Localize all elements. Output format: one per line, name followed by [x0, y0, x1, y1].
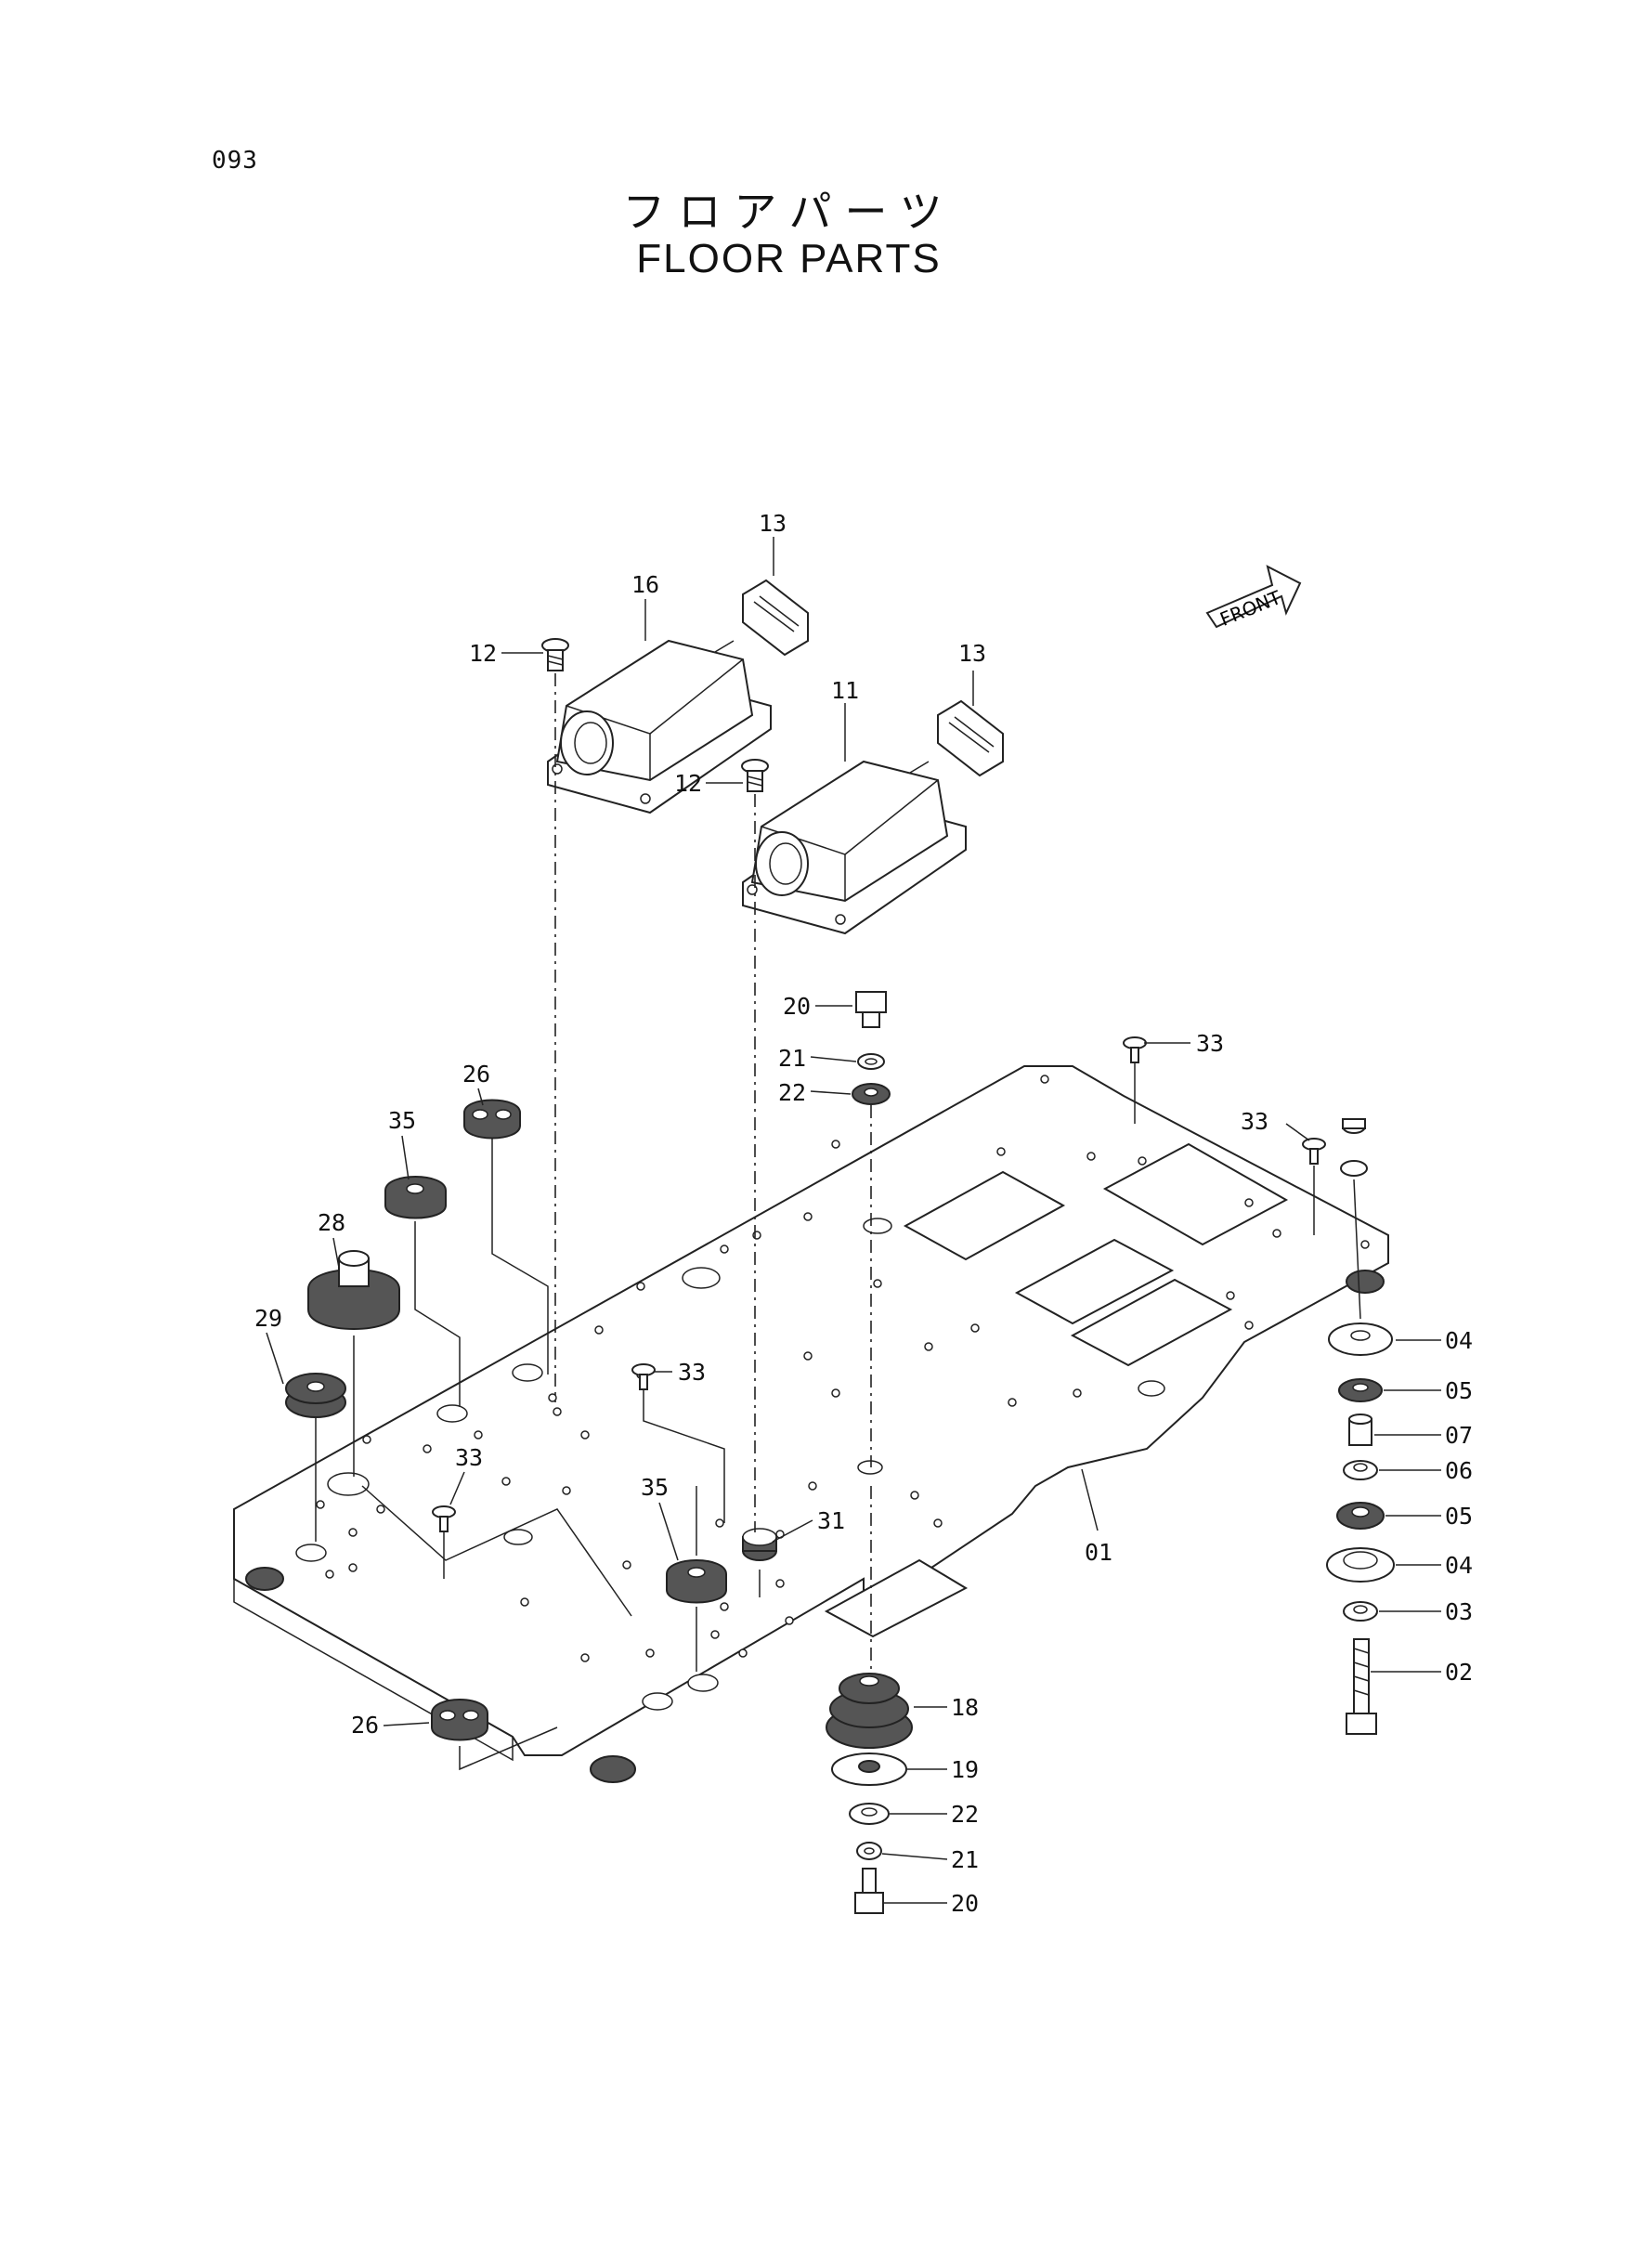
grommet-26-lower	[431, 1699, 488, 1741]
callout-03: 03	[1445, 1598, 1473, 1625]
bottom-mount-stack	[826, 1673, 913, 1914]
callout-13-upper: 13	[759, 510, 787, 537]
callout-22-lower: 22	[951, 1801, 979, 1828]
callout-04-upper: 04	[1445, 1327, 1473, 1354]
callout-01: 01	[1085, 1539, 1112, 1566]
callout-26-upper: 26	[462, 1061, 490, 1088]
callout-05-upper: 05	[1445, 1377, 1473, 1404]
page-title-japanese: フロアパーツ	[622, 187, 956, 237]
callout-21-upper: 21	[778, 1045, 806, 1072]
controller-box-16	[547, 639, 772, 814]
callout-07: 07	[1445, 1422, 1473, 1449]
bolt-12-upper	[541, 638, 569, 671]
leader-lines	[266, 537, 1441, 1904]
callout-12-lower: 12	[674, 770, 702, 797]
callout-31: 31	[817, 1507, 845, 1534]
callout-18: 18	[951, 1694, 979, 1721]
callout-35-lower: 35	[641, 1474, 669, 1501]
page-title-english: FLOOR PARTS	[636, 236, 942, 281]
callout-33-c: 33	[678, 1359, 706, 1386]
callout-29: 29	[254, 1305, 282, 1332]
callout-28: 28	[318, 1209, 345, 1236]
callout-06: 06	[1445, 1457, 1473, 1484]
bolt-12-lower	[741, 759, 769, 792]
callout-26-lower: 26	[351, 1712, 379, 1739]
callout-11: 11	[831, 677, 859, 704]
screw-33-b	[1302, 1138, 1326, 1165]
callout-04-lower: 04	[1445, 1552, 1473, 1579]
mount-29	[285, 1373, 346, 1418]
callout-20-lower: 20	[951, 1890, 979, 1917]
callout-05-lower: 05	[1445, 1503, 1473, 1530]
callout-16: 16	[631, 571, 659, 598]
spacer-31	[742, 1528, 777, 1561]
callout-22-upper: 22	[778, 1079, 806, 1106]
callout-33-b: 33	[1241, 1108, 1268, 1135]
callout-12-upper: 12	[469, 640, 497, 667]
assembly-lines	[315, 673, 1361, 1771]
screw-33-d	[432, 1505, 456, 1532]
connector-13-upper	[714, 579, 809, 657]
mount-28	[307, 1250, 400, 1330]
callout-33-d: 33	[455, 1444, 483, 1471]
right-mount-stack	[1326, 1118, 1395, 1735]
callout-19: 19	[951, 1756, 979, 1783]
controller-box-11	[742, 760, 967, 935]
pad-35-upper	[384, 1176, 447, 1219]
front-direction-arrow: FRONT	[1205, 565, 1302, 631]
lock-washer-21-upper	[857, 1053, 885, 1070]
callout-labels: 13 16 12 13 11 12 20 21 22 33 33 26 35 2…	[254, 510, 1473, 1917]
callout-13-lower: 13	[958, 640, 986, 667]
washer-22-upper	[852, 1083, 891, 1105]
connector-13-lower	[909, 699, 1004, 777]
screw-33-a	[1123, 1036, 1147, 1063]
grommet-26-upper	[463, 1099, 521, 1140]
callout-02: 02	[1445, 1659, 1473, 1686]
bolt-20-upper	[855, 991, 887, 1028]
page-number: 093	[212, 147, 258, 175]
front-arrow-label: FRONT	[1216, 586, 1284, 631]
callout-20-upper: 20	[783, 993, 811, 1020]
callout-33-a: 33	[1196, 1030, 1224, 1057]
floor-plate	[233, 1065, 1389, 1783]
screw-33-c	[631, 1363, 656, 1390]
callout-35-upper: 35	[388, 1107, 416, 1134]
pad-35-lower	[666, 1559, 727, 1604]
callout-21-lower: 21	[951, 1846, 979, 1873]
